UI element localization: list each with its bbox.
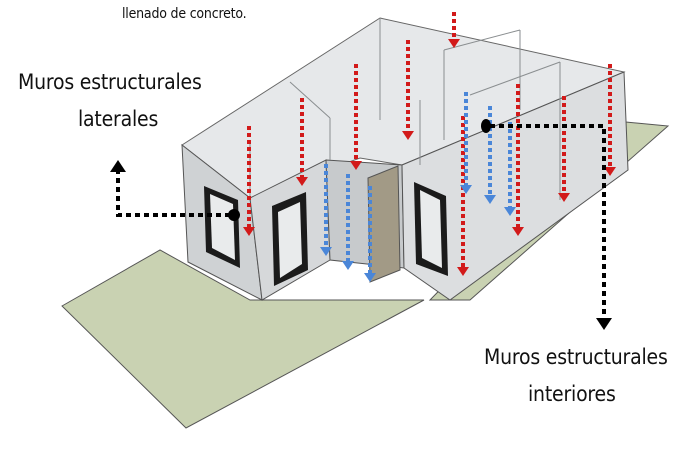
window-front (272, 192, 308, 286)
label-lateral-walls-line1: Muros estructurales (18, 70, 202, 94)
blue-arrow-head (460, 185, 472, 194)
ground-slab-left (61, 249, 425, 429)
pointer-interior (481, 119, 612, 330)
red-arrow-head (402, 131, 414, 140)
red-arrow-head (448, 39, 460, 48)
window-left (204, 186, 240, 268)
blue-arrow-head (504, 207, 516, 216)
pointer-lateral (110, 160, 240, 221)
red-arrow-head (296, 177, 308, 186)
blue-arrow-head (364, 273, 376, 282)
door (367, 165, 401, 283)
label-interior-walls-line1: Muros estructurales (484, 345, 668, 369)
red-arrow-head (604, 167, 616, 176)
red-arrow-head (558, 193, 570, 202)
blue-arrow-head (342, 261, 354, 270)
red-arrow-head (350, 161, 362, 170)
house-front-right (401, 71, 629, 301)
blue-arrow-head (320, 247, 332, 256)
pour-arrows (243, 12, 616, 282)
caption-text: llenado de concreto. (122, 6, 247, 22)
red-arrow-head (512, 227, 524, 236)
red-arrow-head (457, 267, 469, 276)
window-right (414, 182, 448, 276)
blue-arrow-head (484, 195, 496, 204)
label-interior-walls-line2: interiores (528, 382, 616, 406)
label-lateral-walls-line2: laterales (78, 107, 159, 131)
red-arrow-head (243, 227, 255, 236)
